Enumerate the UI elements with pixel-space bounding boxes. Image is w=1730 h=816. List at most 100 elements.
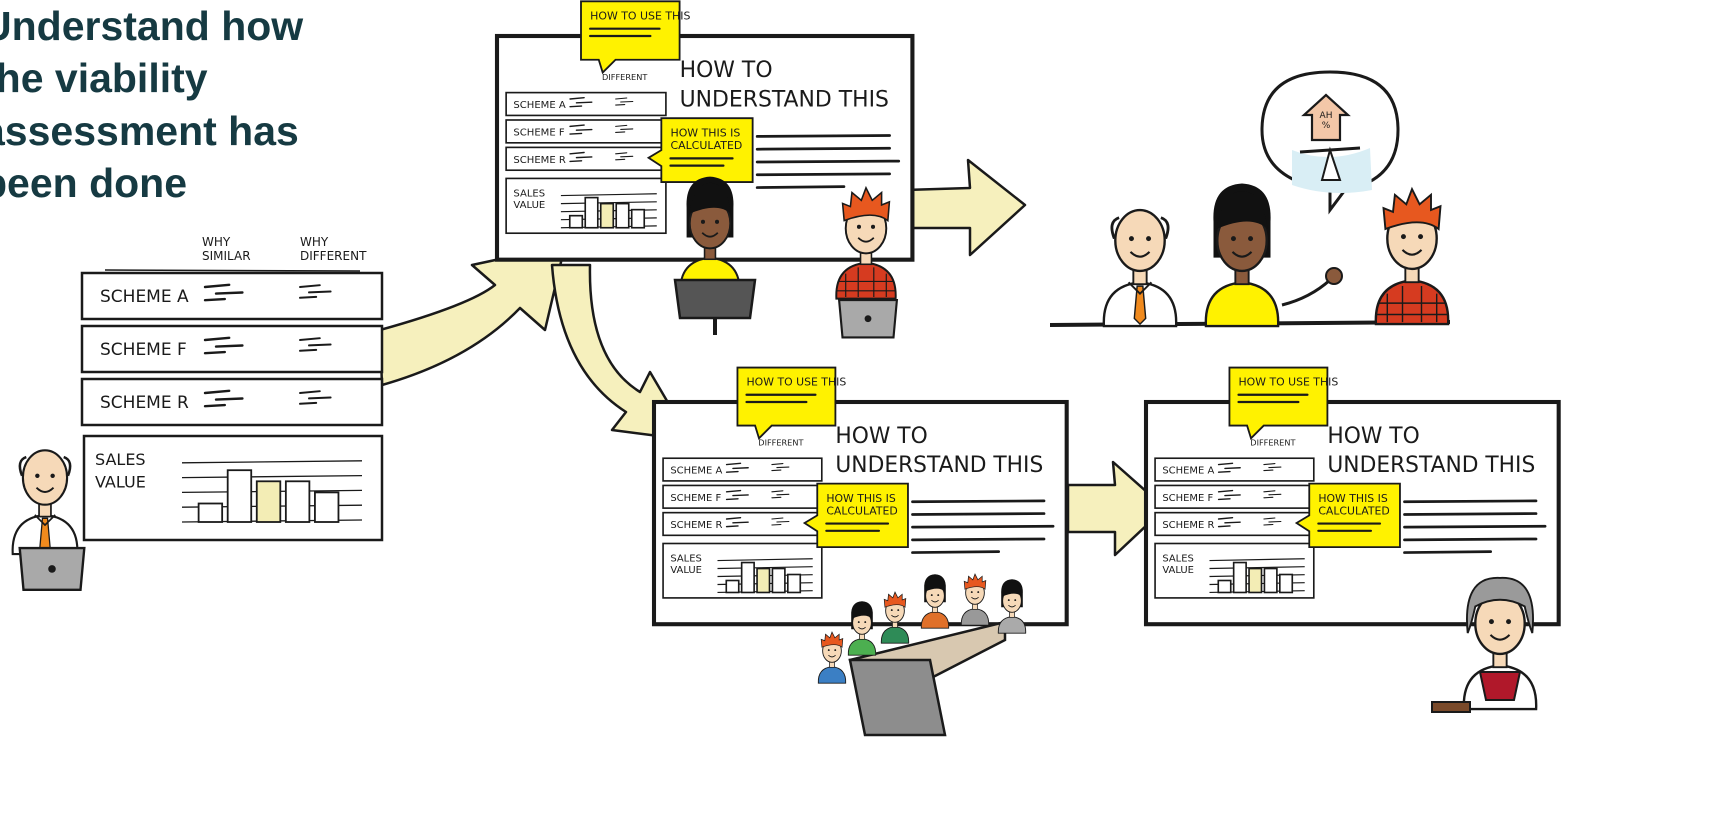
person-bald-man-meeting [1102,208,1178,328]
slide-sales-label-line: SALES [1162,554,1194,565]
slide-row-scribble [1263,517,1282,526]
slide-title-line: UNDERSTAND THIS [680,88,889,113]
slide-title-line: HOW TO [835,424,927,449]
slide-text-line [1403,537,1538,542]
slide-row-scribble [569,124,593,135]
person-committee-member [847,601,877,656]
note-how-calculated-label-line: HOW THIS IS [826,492,896,505]
slide-text-line [755,146,891,151]
scheme-row [80,324,384,374]
slide-row-scribble [725,489,749,501]
tie [1133,285,1147,326]
slide-row-scribble-marks [725,462,749,473]
slide-text-line [911,499,1046,504]
slide-row-scribble [1217,462,1241,473]
hair-spiky [820,631,844,648]
note-how-calculated-label-line: CALCULATED [826,504,897,517]
chart-bar [1217,579,1232,594]
eye [700,219,706,224]
note-how-calculated-label-line: HOW THIS IS [670,126,740,139]
chart-bar-highlighted [255,480,282,523]
judge-wig [1466,576,1534,634]
chart-bar [630,208,646,229]
eye [1230,236,1236,242]
eye [35,473,40,479]
row-scribble-different [299,284,332,299]
eye [1146,236,1152,242]
person-committee-member [880,591,910,644]
slide-row-scribble-marks [1263,463,1282,472]
slide-text-line [1403,524,1547,529]
slide-row-scribble-marks [569,151,593,163]
slide-scheme-label-line: SCHEME A [513,100,565,111]
slide-row-scribble-marks [569,97,593,108]
slide-row-scribble-marks [615,124,634,133]
slide-row-scribble-marks [725,489,749,501]
slide-scheme-label-line: SCHEME R [1162,520,1214,531]
hair-fringe [852,604,872,619]
chart-bar [725,579,740,594]
row-scribble-similar-marks [203,336,244,355]
row-scribble-similar-marks [203,389,244,408]
slide-text-line [755,185,846,189]
chart-bar [1232,561,1247,594]
house-sign-text-line: AH [1320,111,1333,121]
chart-gridline [1209,558,1305,562]
person-bald-man-start [11,449,79,556]
slide-column-header-line: DIFFERENT [602,72,648,82]
column-header-why-different-line: WHY [300,235,329,249]
desktop-monitor [673,278,757,320]
flow-arrows [378,158,1167,557]
eye [714,219,720,224]
hair-sides [1110,216,1170,240]
chart-bar-highlighted [1248,567,1263,594]
chart-bar [226,469,253,523]
chart-bar-highlighted [756,567,771,594]
collar [1127,281,1153,296]
note-how-to-use: HOW TO USE THIS [1228,366,1338,440]
eye [834,649,837,652]
scheme-row-label-line: SCHEME A [100,287,189,307]
row-scribble-similar-marks [203,283,244,302]
eye [930,594,933,597]
body [847,638,877,656]
person-orange-man-meeting [1374,186,1450,326]
slide-scheme-label: SCHEME A [670,466,722,477]
row-scribble-different-marks [299,390,332,405]
chart-bar [740,561,755,594]
house-arrow-icon [1301,93,1351,142]
slide-scheme-label-line: SCHEME R [513,155,565,166]
arrow-to-meeting [903,158,1027,257]
apple-logo-icon [864,315,872,323]
slide-text-line [755,172,891,177]
note-how-to-use-lines [1237,393,1309,404]
woman-hand [1325,267,1343,285]
scale-pivot [1320,146,1342,181]
slide-column-header-line: DIFFERENT [758,438,803,448]
chart-gridline [181,474,363,479]
slide-column-header: DIFFERENT [602,72,648,82]
person-committee-member [817,631,847,684]
slide-row-scribble-marks [725,517,749,528]
woman-gesture-arm [1281,278,1332,307]
chart-bar [314,491,340,523]
chart-bar [771,567,786,594]
arrow-to-committee-slide [550,263,692,442]
slide-text-line [1403,550,1493,554]
scheme-row-label: SCHEME R [100,393,189,413]
chart-gridline [717,558,813,562]
row-scribble-similar [203,389,244,408]
slide-bar-chart [1209,558,1305,594]
slide-scheme-label: SCHEME F [1162,493,1213,504]
chart-bar [787,573,802,594]
slide-scheme-label-line: SCHEME A [1162,466,1214,477]
